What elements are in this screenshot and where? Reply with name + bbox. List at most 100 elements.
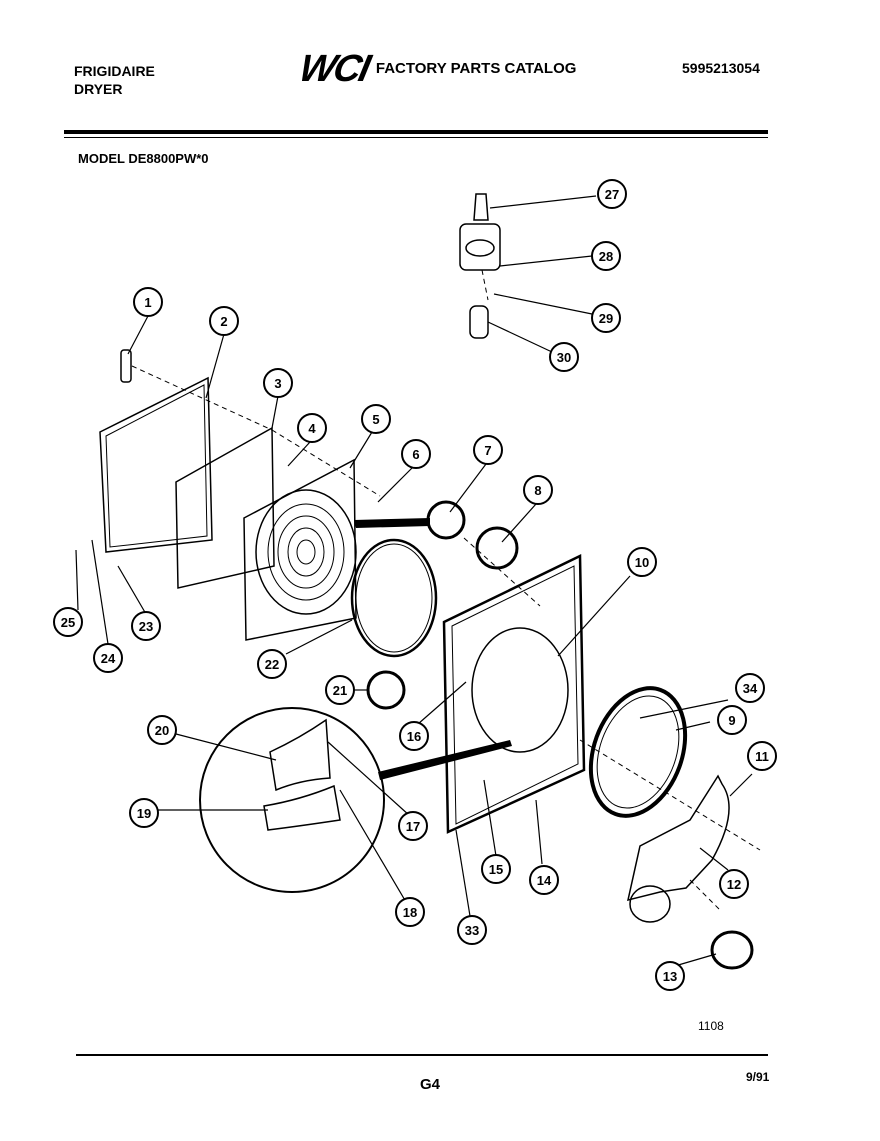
callout-bubble (591, 303, 621, 333)
callout-24: 24 (93, 643, 123, 673)
callout-21: 21 (325, 675, 355, 705)
callout-number: 23 (139, 619, 153, 634)
callout-25: 25 (53, 607, 83, 637)
callout-2: 2 (209, 306, 239, 336)
callout-bubble (297, 413, 327, 443)
callout-bubble (133, 287, 163, 317)
callout-6: 6 (401, 439, 431, 469)
callout-number: 34 (743, 681, 758, 696)
callout-bubble (735, 673, 765, 703)
callout-number: 19 (137, 806, 151, 821)
front-bulkhead (243, 458, 357, 641)
door-inner-liner (175, 426, 275, 589)
callout-number: 6 (412, 447, 419, 462)
callout-number: 15 (489, 862, 503, 877)
callout-4: 4 (297, 413, 327, 443)
callout-number: 8 (534, 483, 541, 498)
callout-bubble (457, 915, 487, 945)
callout-bubble (747, 741, 777, 771)
callout-13: 13 (655, 961, 685, 991)
callout-8: 8 (523, 475, 553, 505)
header-rule (64, 130, 768, 134)
callout-29: 29 (591, 303, 621, 333)
callout-bubble (93, 643, 123, 673)
door-hinge (120, 349, 132, 383)
callout-number: 13 (663, 969, 677, 984)
callout-5: 5 (361, 404, 391, 434)
catalog-header: WCI FACTORY PARTS CATALOG (296, 48, 577, 90)
callout-bubble (361, 404, 391, 434)
callout-number: 24 (101, 651, 116, 666)
callout-number: 4 (308, 421, 316, 436)
callout-7: 7 (473, 435, 503, 465)
callout-number: 16 (407, 729, 421, 744)
callout-bubble (717, 705, 747, 735)
callout-bubble (591, 241, 621, 271)
catalog-part-number: 5995213054 (682, 60, 760, 76)
drum-bearing-ring (588, 686, 688, 818)
door-outer-panel (99, 376, 213, 553)
catalog-title: FACTORY PARTS CATALOG (375, 60, 577, 77)
callout-10: 10 (627, 547, 657, 577)
callout-number: 1 (144, 295, 151, 310)
callout-number: 10 (635, 555, 649, 570)
callout-bubble (257, 649, 287, 679)
callout-number: 21 (333, 683, 347, 698)
callout-3: 3 (263, 368, 293, 398)
callout-number: 18 (403, 905, 417, 920)
callout-11: 11 (747, 741, 777, 771)
front-seal-ring (350, 538, 438, 658)
callout-bubble (401, 439, 431, 469)
callout-number: 11 (755, 749, 769, 764)
callout-34: 34 (735, 673, 765, 703)
callout-number: 22 (265, 657, 279, 672)
callout-bubble (523, 475, 553, 505)
callout-12: 12 (719, 869, 749, 899)
callout-9: 9 (717, 705, 747, 735)
motor-shaft-bushing (469, 305, 489, 339)
callout-number: 29 (599, 311, 613, 326)
callout-number: 30 (557, 350, 571, 365)
callout-number: 14 (537, 873, 552, 888)
callout-1: 1 (133, 287, 163, 317)
callout-number: 2 (220, 314, 227, 329)
callout-number: 17 (406, 819, 420, 834)
callout-number: 28 (599, 249, 613, 264)
callout-bubble (129, 798, 159, 828)
callout-number: 7 (484, 443, 491, 458)
footer-rule (76, 1054, 768, 1056)
callout-bubble (131, 611, 161, 641)
door-strike-part (366, 670, 406, 710)
callout-bubble (549, 342, 579, 372)
model-number: MODEL DE8800PW*0 (78, 151, 209, 166)
callout-bubble (263, 368, 293, 398)
callout-bubble (325, 675, 355, 705)
rear-bulkhead-panel (442, 554, 586, 834)
exhaust-ring (710, 930, 754, 970)
callout-number: 20 (155, 723, 169, 738)
callout-19: 19 (129, 798, 159, 828)
product-type: DRYER (74, 81, 123, 97)
callout-bubble (719, 869, 749, 899)
callout-14: 14 (529, 865, 559, 895)
callout-number: 25 (61, 615, 75, 630)
callout-20: 20 (147, 715, 177, 745)
callout-bubble (473, 435, 503, 465)
callout-bubble (627, 547, 657, 577)
callout-16: 16 (399, 721, 429, 751)
callout-bubble (53, 607, 83, 637)
callout-17: 17 (398, 811, 428, 841)
callout-15: 15 (481, 854, 511, 884)
callout-22: 22 (257, 649, 287, 679)
callout-28: 28 (591, 241, 621, 271)
callout-18: 18 (395, 897, 425, 927)
door-catch-part (475, 526, 519, 570)
header-rule-thin (64, 137, 768, 138)
callout-number: 9 (728, 713, 735, 728)
lint-duct (627, 774, 730, 902)
callout-number: 33 (465, 923, 479, 938)
lint-filter-opening (255, 489, 357, 615)
motor-housing (459, 223, 501, 271)
